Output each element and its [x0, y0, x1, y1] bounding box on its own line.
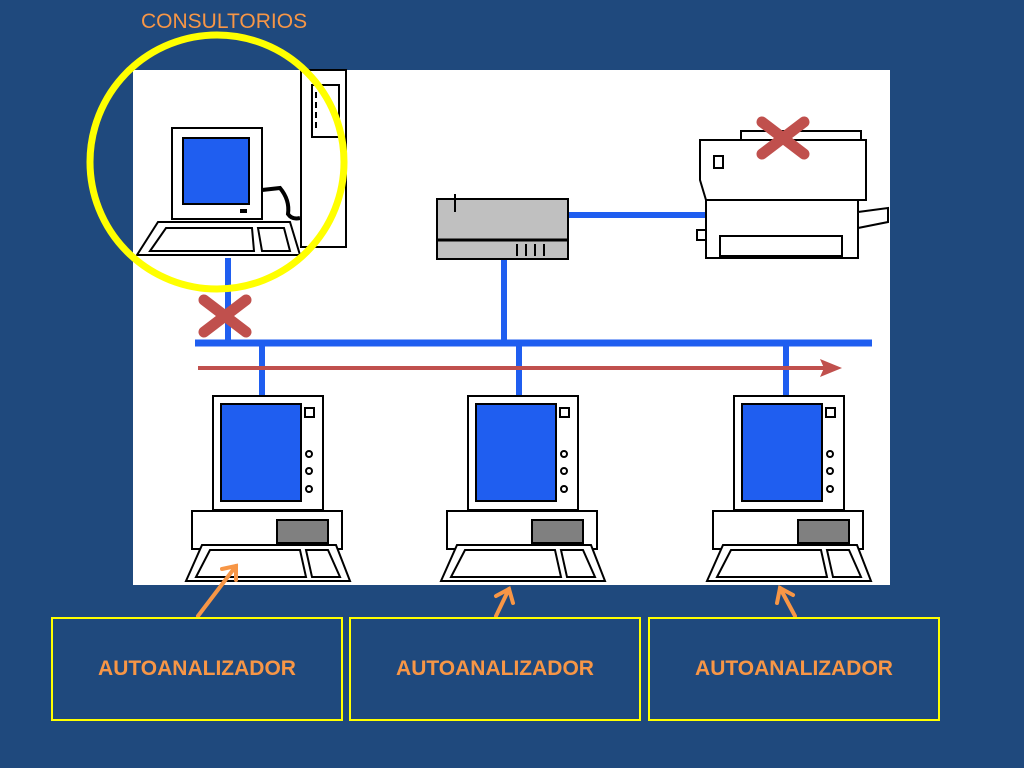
cross-icon	[198, 294, 252, 338]
diagram-title: CONSULTORIOS	[141, 10, 308, 33]
workstation-icon	[705, 395, 873, 582]
printer-icon	[696, 130, 889, 259]
cross-icon	[756, 116, 810, 160]
arrow-icon	[494, 586, 515, 618]
arrow-icon	[196, 563, 238, 618]
label-autoanalizador-1: AUTOANALIZADOR	[98, 657, 296, 680]
arrow-icon	[775, 584, 797, 618]
highlight-circle	[86, 31, 348, 293]
workstation-icon	[439, 395, 607, 582]
label-autoanalizador-2: AUTOANALIZADOR	[396, 657, 594, 680]
network-switch-icon	[436, 194, 569, 260]
label-autoanalizador-3: AUTOANALIZADOR	[695, 657, 893, 680]
label-box-autoanalizador-2: AUTOANALIZADOR	[349, 617, 641, 721]
label-box-autoanalizador-1: AUTOANALIZADOR	[51, 617, 343, 721]
flow-arrow-icon	[198, 359, 842, 377]
label-box-autoanalizador-3: AUTOANALIZADOR	[648, 617, 940, 721]
workstation-icon	[184, 395, 352, 582]
desktop-computer-icon	[135, 69, 347, 256]
